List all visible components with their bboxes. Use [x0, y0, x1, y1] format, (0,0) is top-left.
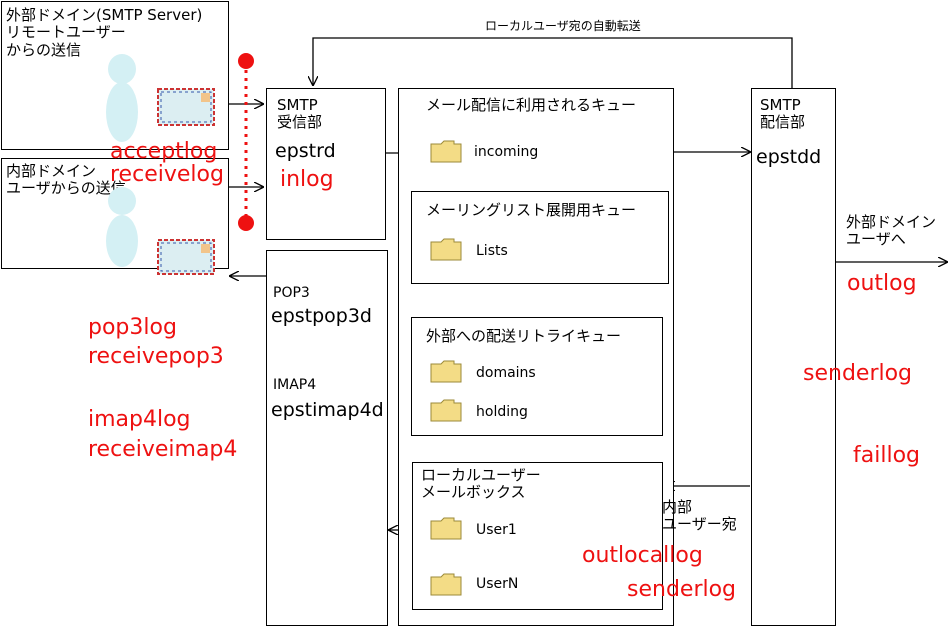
external-user-label: 外部ドメイン ユーザへ [846, 213, 937, 249]
acceptlog-label: acceptlog [110, 139, 218, 164]
pop-imap-box: POP3 epstpop3d IMAP4 epstimap4d [266, 250, 388, 626]
auto-forward-label: ローカルユーザ宛の自動転送 [485, 19, 641, 33]
pop3-daemon-name: epstpop3d [271, 305, 372, 327]
senderlog-internal-label: senderlog [627, 577, 737, 602]
internal-user-label: 内部 ユーザー宛 [662, 498, 737, 534]
internal-sender-label: 内部ドメイン ユーザからの送信 [6, 162, 126, 198]
internal-sender-box: 内部ドメイン ユーザからの送信 [1, 158, 229, 275]
external-sender-label: 外部ドメイン(SMTP Server) リモートユーザー からの送信 [6, 6, 203, 59]
retry-queue-title: 外部への配送リトライキュー [426, 327, 622, 345]
red-dot-bottom [238, 215, 254, 231]
smtp-sender-protocol: SMTP 配信部 [760, 96, 806, 132]
smtp-receiver-name: epstrd [275, 140, 336, 162]
mailing-list-queue-box: メーリングリスト展開用キュー [411, 191, 669, 284]
user1-folder-label: User1 [476, 522, 517, 538]
folder-icon [430, 573, 462, 596]
external-sender-box: 外部ドメイン(SMTP Server) リモートユーザー からの送信 [1, 1, 229, 150]
lists-folder-label: Lists [476, 243, 508, 259]
receivepop3-label: receivepop3 [88, 344, 224, 369]
mailing-list-queue-title: メーリングリスト展開用キュー [426, 201, 637, 219]
imap4log-label: imap4log [88, 407, 191, 432]
smtp-receiver-box: SMTP 受信部 epstrd inlog [266, 88, 386, 240]
domains-folder-label: domains [476, 365, 536, 381]
holding-folder-label: holding [476, 404, 528, 420]
receiveimap4-label: receiveimap4 [88, 437, 238, 462]
receivelog-label: receivelog [110, 162, 224, 187]
arrow-auto-forward [313, 37, 793, 88]
user-figure-icon [106, 187, 138, 267]
smtp-receiver-protocol: SMTP 受信部 [277, 96, 323, 132]
folder-icon [430, 399, 462, 422]
envelope-icon [157, 88, 215, 126]
envelope-icon [157, 239, 215, 275]
mail-queue-title: メール配信に利用されるキュー [426, 96, 637, 114]
senderlog-external-label: senderlog [803, 361, 913, 386]
inlog-label: inlog [280, 167, 334, 192]
pop3log-label: pop3log [88, 315, 177, 340]
smtp-sender-box: SMTP 配信部 epstdd [751, 88, 836, 626]
incoming-folder-label: incoming [474, 144, 539, 160]
outlog-label: outlog [847, 271, 917, 296]
user-figure-icon [106, 54, 138, 142]
imap4-label: IMAP4 [273, 377, 317, 393]
folder-icon [430, 238, 462, 261]
folder-icon [430, 140, 462, 163]
folder-icon [430, 360, 462, 383]
outlocallog-label: outlocallog [582, 543, 703, 568]
imap4-daemon-name: epstimap4d [271, 399, 384, 421]
usern-folder-label: UserN [476, 576, 519, 592]
smtp-sender-name: epstdd [756, 146, 822, 168]
folder-icon [430, 517, 462, 540]
faillog-label: faillog [853, 443, 920, 468]
red-dot-top [238, 53, 254, 69]
pop3-label: POP3 [273, 285, 310, 301]
local-mailbox-title: ローカルユーザー メールボックス [421, 466, 541, 502]
